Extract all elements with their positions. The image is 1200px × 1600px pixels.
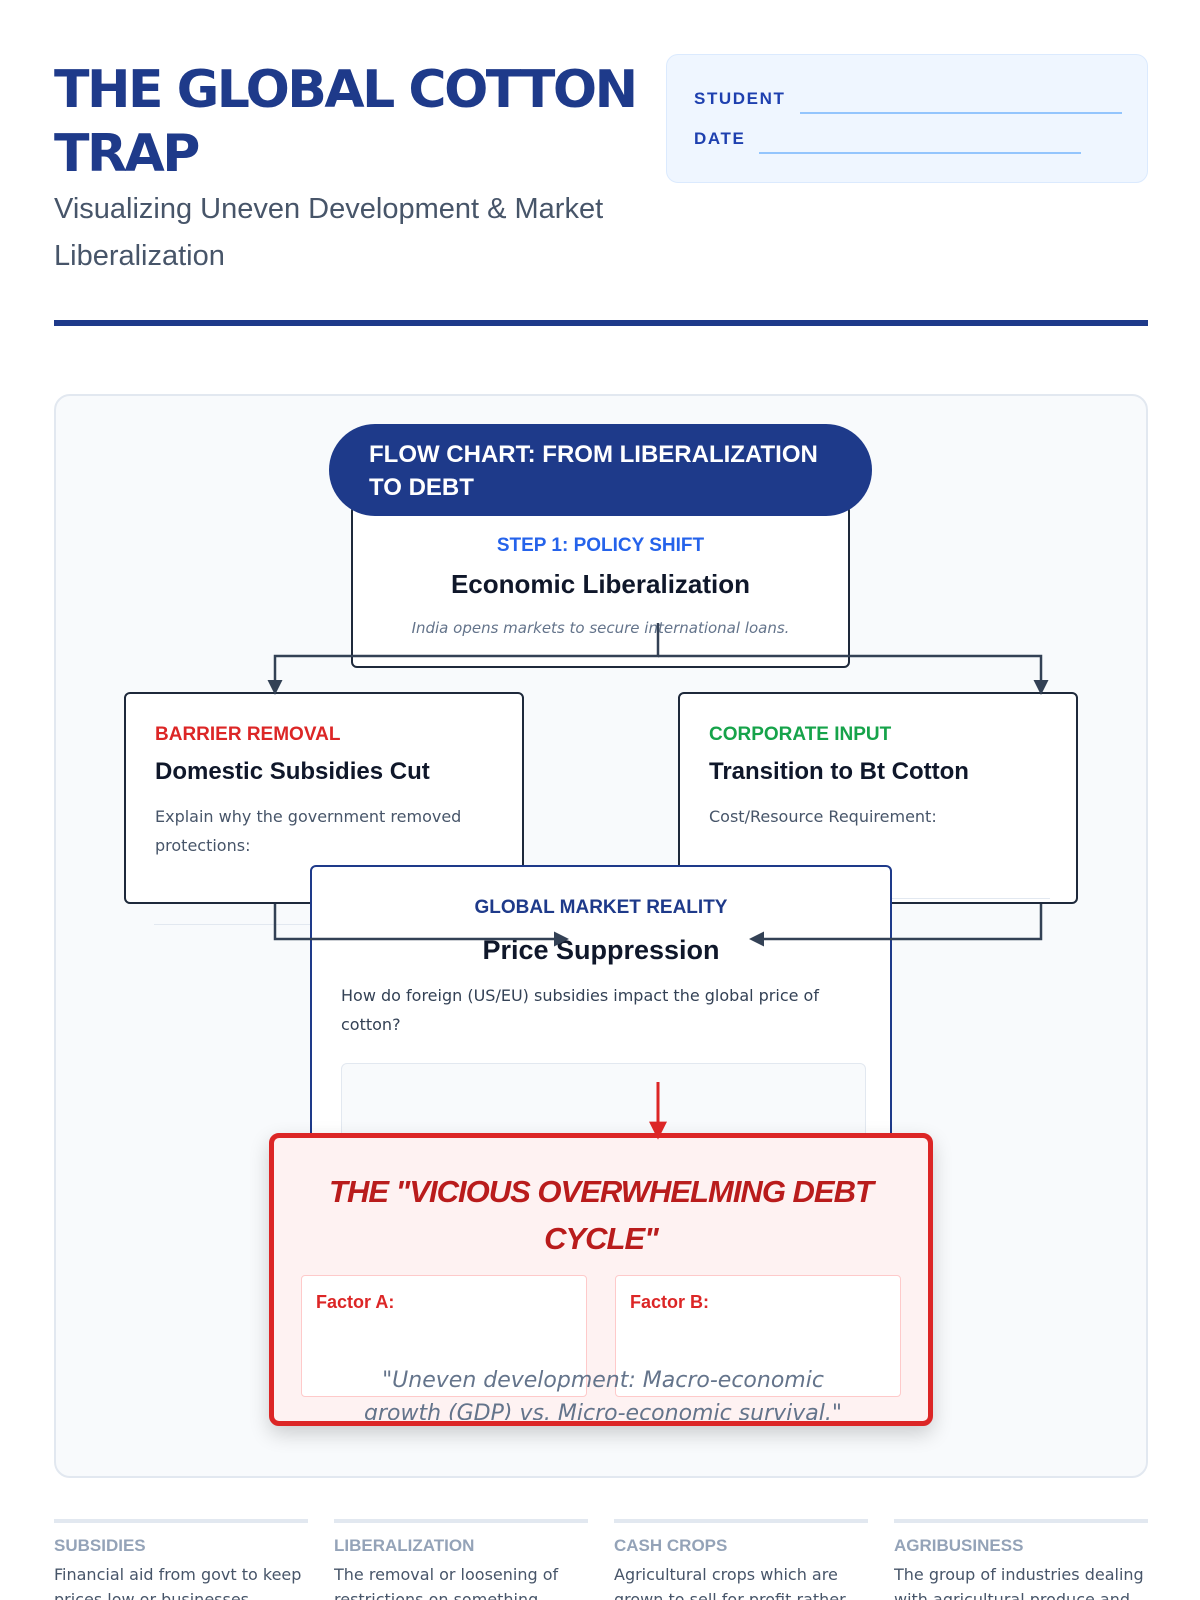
page-subtitle: Visualizing Uneven Development & Market …	[54, 193, 604, 272]
factor-a-box[interactable]: Factor A:	[301, 1275, 587, 1397]
glossary-item-cash-crops: CASH CROPS Agricultural crops which are …	[614, 1519, 868, 1600]
corporate-prompt: Cost/Resource Requirement:	[709, 807, 937, 826]
factor-a-label: Factor A:	[316, 1292, 395, 1312]
date-field[interactable]	[759, 152, 1081, 154]
step1-heading: Economic Liberalization	[450, 569, 751, 599]
factor-b-box[interactable]: Factor B:	[615, 1275, 901, 1397]
global-market-card: GLOBAL MARKET REALITY Price Suppression …	[310, 865, 892, 1165]
barrier-kicker: BARRIER REMOVAL	[155, 724, 341, 745]
page-title: THE GLOBAL COTTON TRAP	[54, 60, 638, 184]
step1-note: India opens markets to secure internatio…	[411, 619, 790, 637]
glossary-definition: The group of industries dealing with agr…	[894, 1565, 1144, 1600]
student-info-box: STUDENT DATE	[666, 54, 1148, 183]
barrier-heading: Domestic Subsidies Cut	[155, 758, 430, 785]
glossary-item-subsidies: SUBSIDIES Financial aid from govt to kee…	[54, 1519, 308, 1600]
student-name-field[interactable]	[800, 112, 1122, 114]
uneven-development-quote: "Uneven development: Macro-economic grow…	[364, 1368, 842, 1420]
glossary-item-agribusiness: AGRIBUSINESS The group of industries dea…	[894, 1519, 1148, 1600]
glossary-term: LIBERALIZATION	[334, 1536, 475, 1555]
glossary-term: SUBSIDIES	[54, 1536, 146, 1555]
market-kicker: GLOBAL MARKET REALITY	[474, 897, 728, 918]
step1-policy-card: STEP 1: POLICY SHIFT Economic Liberaliza…	[351, 505, 850, 668]
debt-cycle-box: THE "VICIOUS OVERWHELMING DEBT CYCLE" Fa…	[269, 1133, 933, 1426]
glossary-term: AGRIBUSINESS	[894, 1536, 1024, 1555]
corporate-answer-line[interactable]	[890, 898, 1050, 899]
barrier-prompt: Explain why the government removed prote…	[155, 807, 462, 855]
market-prompt: How do foreign (US/EU) subsidies impact …	[341, 986, 819, 1034]
header-divider	[54, 320, 1148, 326]
glossary-term: CASH CROPS	[614, 1536, 728, 1555]
glossary-definition: Financial aid from govt to keep prices l…	[54, 1565, 302, 1600]
date-label: DATE	[694, 129, 746, 148]
corporate-kicker: CORPORATE INPUT	[709, 724, 892, 745]
debt-cycle-title: THE "VICIOUS OVERWHELMING DEBT CYCLE"	[329, 1174, 874, 1256]
factor-b-label: Factor B:	[630, 1292, 710, 1312]
market-heading: Price Suppression	[482, 935, 720, 965]
corporate-heading: Transition to Bt Cotton	[709, 758, 969, 785]
step1-kicker: STEP 1: POLICY SHIFT	[496, 535, 705, 556]
student-label: STUDENT	[694, 89, 786, 108]
glossary-definition: The removal or loosening of restrictions…	[334, 1565, 559, 1600]
glossary-item-liberalization: LIBERALIZATION The removal or loosening …	[334, 1519, 588, 1600]
barrier-answer-line[interactable]	[154, 924, 314, 925]
flow-chart-banner: FLOW CHART: FROM LIBERALIZATION TO DEBT	[329, 424, 872, 516]
glossary-definition: Agricultural crops which are grown to se…	[614, 1565, 846, 1600]
